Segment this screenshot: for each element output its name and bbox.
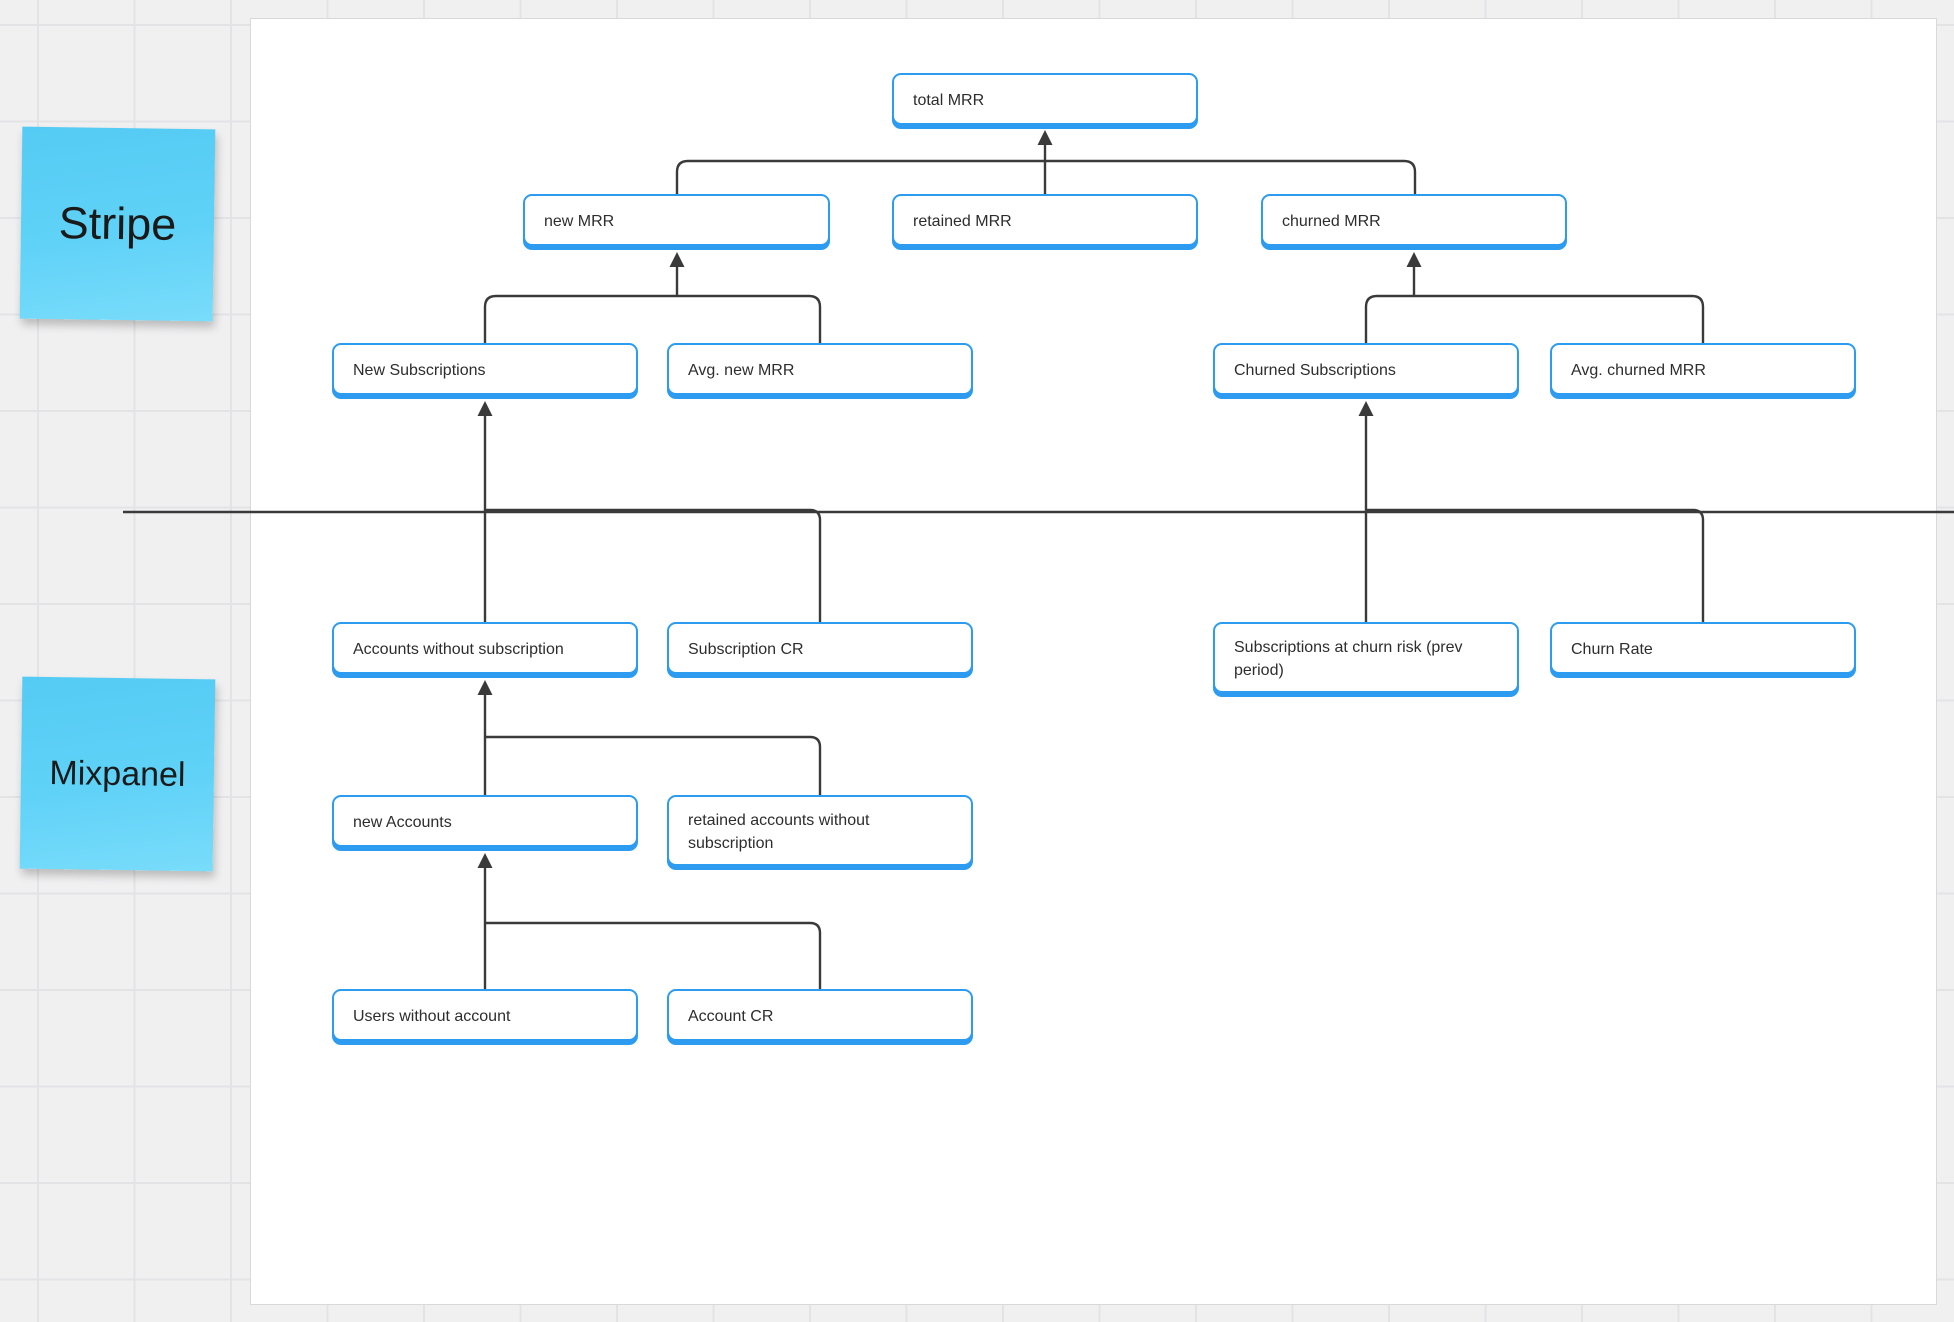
node-label: Account CR xyxy=(688,1007,774,1025)
node-users-without-account[interactable]: Users without account xyxy=(332,989,638,1041)
sticky-note-label: Mixpanel xyxy=(49,753,186,794)
node-label: Users without account xyxy=(353,1007,511,1025)
node-new-subscriptions[interactable]: New Subscriptions xyxy=(332,343,638,395)
arrowhead-into-accounts-without-subscription xyxy=(477,680,493,695)
arrowhead-into-new-mrr xyxy=(669,252,685,267)
connector-retained-accounts-branch[interactable] xyxy=(485,735,822,795)
node-accounts-without-subscription[interactable]: Accounts without subscription xyxy=(332,622,638,674)
node-retained-accounts-without-subscription[interactable]: retained accounts without subscription xyxy=(667,795,973,866)
node-label: Subscriptions at churn risk (prev period… xyxy=(1234,638,1463,679)
sticky-note-mixpanel[interactable]: Mixpanel xyxy=(19,676,216,872)
arrowhead-into-new-accounts xyxy=(477,853,493,868)
connector-account-cr-branch[interactable] xyxy=(485,921,822,989)
node-label: Subscription CR xyxy=(688,640,804,658)
node-label: Churned Subscriptions xyxy=(1234,361,1396,379)
node-label: churned MRR xyxy=(1282,212,1381,230)
node-label: Churn Rate xyxy=(1571,640,1653,658)
arrowhead-into-churned-subscriptions xyxy=(1358,401,1374,416)
node-new-mrr[interactable]: new MRR xyxy=(523,194,830,246)
arrowhead-into-churned-mrr xyxy=(1406,252,1422,267)
node-label: retained MRR xyxy=(913,212,1012,230)
node-churn-rate[interactable]: Churn Rate xyxy=(1550,622,1856,674)
connector-rail-churned-mrr[interactable] xyxy=(1364,294,1705,343)
arrowhead-into-new-subscriptions xyxy=(477,401,493,416)
arrowhead-into-total-mrr xyxy=(1037,130,1053,145)
connector-rail-new-mrr[interactable] xyxy=(483,294,822,343)
node-label: total MRR xyxy=(913,91,985,109)
sticky-note-stripe[interactable]: Stripe xyxy=(19,126,216,322)
node-new-accounts[interactable]: new Accounts xyxy=(332,795,638,847)
node-retained-mrr[interactable]: retained MRR xyxy=(892,194,1198,246)
node-account-cr[interactable]: Account CR xyxy=(667,989,973,1041)
arrowheads xyxy=(477,130,1422,868)
node-label: Avg. churned MRR xyxy=(1571,361,1706,379)
node-subscriptions-at-churn-risk[interactable]: Subscriptions at churn risk (prev period… xyxy=(1213,622,1519,693)
node-total-mrr[interactable]: total MRR xyxy=(892,73,1198,125)
node-churned-mrr[interactable]: churned MRR xyxy=(1261,194,1567,246)
node-label: retained accounts without subscription xyxy=(688,811,870,852)
node-label: new Accounts xyxy=(353,813,452,831)
node-avg-new-mrr[interactable]: Avg. new MRR xyxy=(667,343,973,395)
node-avg-churned-mrr[interactable]: Avg. churned MRR xyxy=(1550,343,1856,395)
node-label: New Subscriptions xyxy=(353,361,486,379)
node-subscription-cr[interactable]: Subscription CR xyxy=(667,622,973,674)
sticky-note-label: Stripe xyxy=(58,197,177,250)
node-churned-subscriptions[interactable]: Churned Subscriptions xyxy=(1213,343,1519,395)
connector-subscription-cr-branch[interactable] xyxy=(485,508,822,622)
node-label: Accounts without subscription xyxy=(353,640,564,658)
node-label: Avg. new MRR xyxy=(688,361,795,379)
connector-churn-rate-branch[interactable] xyxy=(1366,508,1705,622)
node-label: new MRR xyxy=(544,212,615,230)
